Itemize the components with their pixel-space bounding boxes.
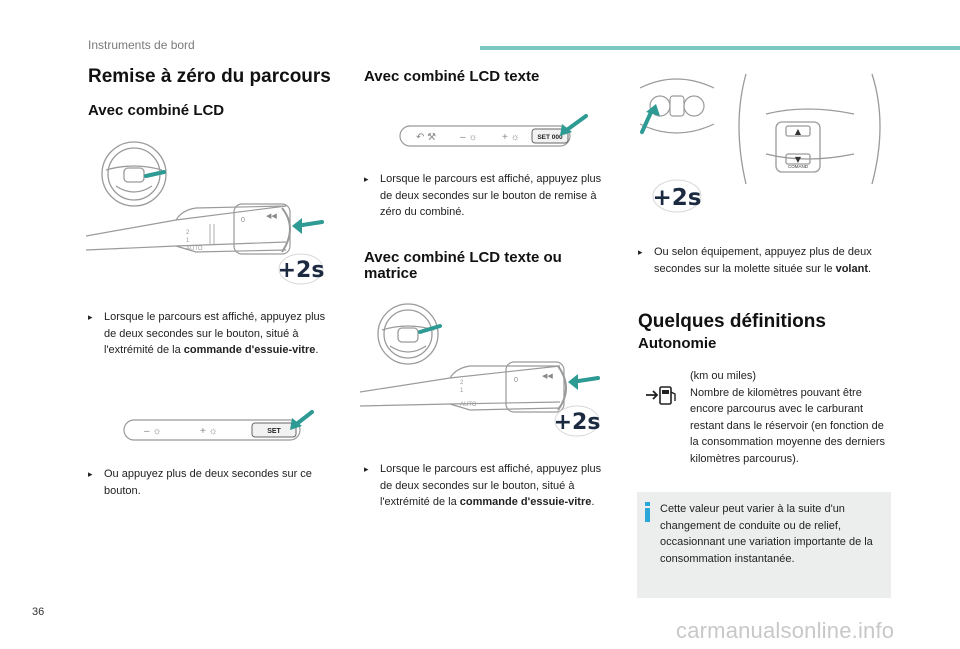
comand-label: COMAND (788, 164, 809, 169)
wiper-stalk-icon (360, 361, 567, 413)
steering-wheel-scroll-illustration: ▲ ▼ COMAND (636, 64, 896, 236)
wiper-stalk-illustration: 2 1 AUTO 0 ◀◀ (360, 302, 610, 450)
instruction-paragraph: ▸ Ou selon équipement, appuyez plus de d… (638, 246, 872, 275)
set-000-panel-illustration: ↶ ⚒ – ☼ + ☼ SET 000 (398, 114, 594, 154)
instruction-paragraph: ▸ Ou appuyez plus de deux secondes sur c… (88, 468, 312, 497)
svg-text:1: 1 (186, 238, 190, 244)
header-accent-bar (480, 46, 960, 50)
badge-label: +2s (554, 410, 600, 435)
svg-text:◀◀: ◀◀ (542, 373, 553, 380)
info-note-box (637, 492, 891, 598)
hold-two-seconds-badge: +2s (554, 404, 600, 438)
svg-text:– ☼: – ☼ (460, 132, 478, 143)
svg-text:2: 2 (460, 380, 464, 386)
set-000-label: SET 000 (537, 134, 563, 141)
svg-text:2: 2 (186, 230, 190, 236)
info-icon (645, 502, 650, 522)
arrow-pointer-icon (144, 170, 166, 178)
steering-wheel-icon (101, 141, 167, 207)
svg-text:+ ☼: + ☼ (200, 426, 218, 437)
arrow-pointer-icon (568, 374, 600, 390)
svg-text:AUTO: AUTO (460, 402, 477, 408)
steering-wheel-detail-icon (738, 73, 881, 185)
page-number: 36 (32, 606, 45, 618)
svg-text:0: 0 (241, 217, 245, 224)
subtitle-lcd: Avec combiné LCD (88, 102, 225, 119)
arrow-pointer-icon (640, 104, 660, 134)
fuel-range-icon (644, 384, 678, 406)
set-button-panel-illustration: – ☼ + ☼ SET (122, 408, 318, 444)
wiper-stalk-icon (86, 203, 291, 255)
page-title: Remise à zéro du parcours (88, 66, 331, 87)
svg-text:1: 1 (460, 388, 464, 394)
subtitle-autonomy: Autonomie (638, 335, 717, 352)
steering-wheel-icon (377, 303, 439, 365)
definitions-title: Quelques définitions (638, 311, 826, 332)
svg-text:– ☼: – ☼ (144, 426, 162, 437)
hold-two-seconds-badge: +2s (278, 252, 324, 286)
arrow-pointer-icon (292, 218, 324, 234)
watermark-text: carmanualsonline.info (676, 618, 895, 643)
section-header-title: Instruments de bord (88, 38, 195, 52)
badge-label: +2s (278, 258, 324, 283)
subtitle-lcd-text: Avec combiné LCD texte (364, 68, 540, 85)
info-note-text: Cette valeur peut varier à la suite d'un… (660, 503, 873, 565)
svg-text:0: 0 (514, 377, 518, 384)
instruction-paragraph: ▸ Lorsque le parcours est affiché, appuy… (88, 311, 326, 356)
badge-label: +2s (653, 185, 702, 211)
hold-two-seconds-badge: +2s (652, 178, 702, 214)
svg-text:◀◀: ◀◀ (266, 213, 277, 220)
set-label: SET (267, 428, 281, 435)
wiper-stalk-illustration: 2 1 AUTO 0 ◀◀ (86, 140, 336, 288)
svg-text:+ ☼: + ☼ (502, 132, 520, 143)
instruction-paragraph: ▸ Lorsque le parcours est affiché, appuy… (364, 463, 602, 508)
instruction-paragraph: ▸ Lorsque le parcours est affiché, appuy… (364, 173, 602, 218)
steering-wheel-icon (639, 78, 715, 134)
autonomy-definition: (km ou miles) Nombre de kilomètres pouva… (690, 370, 886, 465)
subtitle-lcd-text-matrix: Avec combiné LCD texte ou matrice (364, 249, 562, 282)
svg-text:AUTO: AUTO (186, 246, 203, 252)
svg-text:↶ ⚒: ↶ ⚒ (416, 132, 436, 143)
bullet-marker: ▸ (88, 312, 93, 322)
svg-text:▲: ▲ (795, 127, 802, 136)
arrow-pointer-icon (418, 324, 442, 334)
svg-text:▼: ▼ (795, 155, 802, 164)
